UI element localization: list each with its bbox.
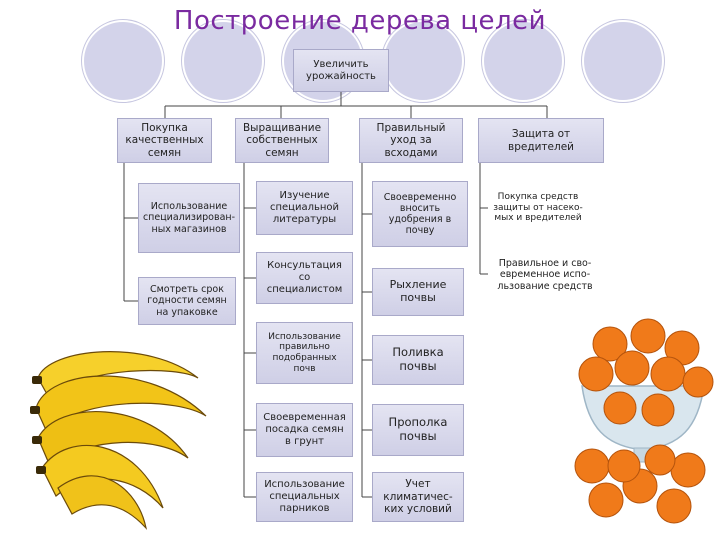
column-1-item: Смотреть срок годности семян на упаковке bbox=[138, 277, 236, 325]
column-3-item: Поливка почвы bbox=[372, 335, 464, 385]
column-3-header: Правильный уход за всходами bbox=[359, 118, 463, 163]
column-4-item: Правильное и сво-евременное испо-льзован… bbox=[497, 258, 593, 292]
bananas-image bbox=[30, 351, 207, 530]
column-3-item: Своевременно вносить удобрения в почву bbox=[372, 181, 468, 247]
column-2-item: Своевременная посадка семян в грунт bbox=[256, 403, 353, 457]
column-3-item: Учет климатичес-ких условий bbox=[372, 472, 464, 522]
column-4-header: Защита от вредителей bbox=[478, 118, 604, 163]
page-title: Построение дерева целей bbox=[173, 6, 547, 36]
column-1-item: Использование специализирован-ных магази… bbox=[138, 183, 240, 253]
column-2-item: Использование специальных парников bbox=[256, 472, 353, 522]
decor-circle-2 bbox=[182, 20, 264, 102]
root-goal-box: Увеличить урожайность bbox=[293, 49, 389, 92]
column-1-header: Покупка качественных семян bbox=[117, 118, 212, 163]
column-2-item: Консультация со специалистом bbox=[256, 252, 353, 304]
decor-circle-4 bbox=[382, 20, 464, 102]
oranges-in-glass-bowl-image bbox=[574, 318, 714, 524]
column-3-item: Рыхление почвы bbox=[372, 268, 464, 316]
decor-circle-1 bbox=[82, 20, 164, 102]
decor-circle-5 bbox=[482, 20, 564, 102]
column-2-item: Изучение специальной литературы bbox=[256, 181, 353, 235]
decor-circle-6 bbox=[582, 20, 664, 102]
column-2-item: Использование правильно подобранных почв bbox=[256, 322, 353, 384]
column-4-item: Покупка средств защиты от насеко-мых и в… bbox=[493, 192, 583, 224]
column-3-item: Прополка почвы bbox=[372, 404, 464, 456]
column-2-header: Выращивание собственных семян bbox=[235, 118, 329, 163]
